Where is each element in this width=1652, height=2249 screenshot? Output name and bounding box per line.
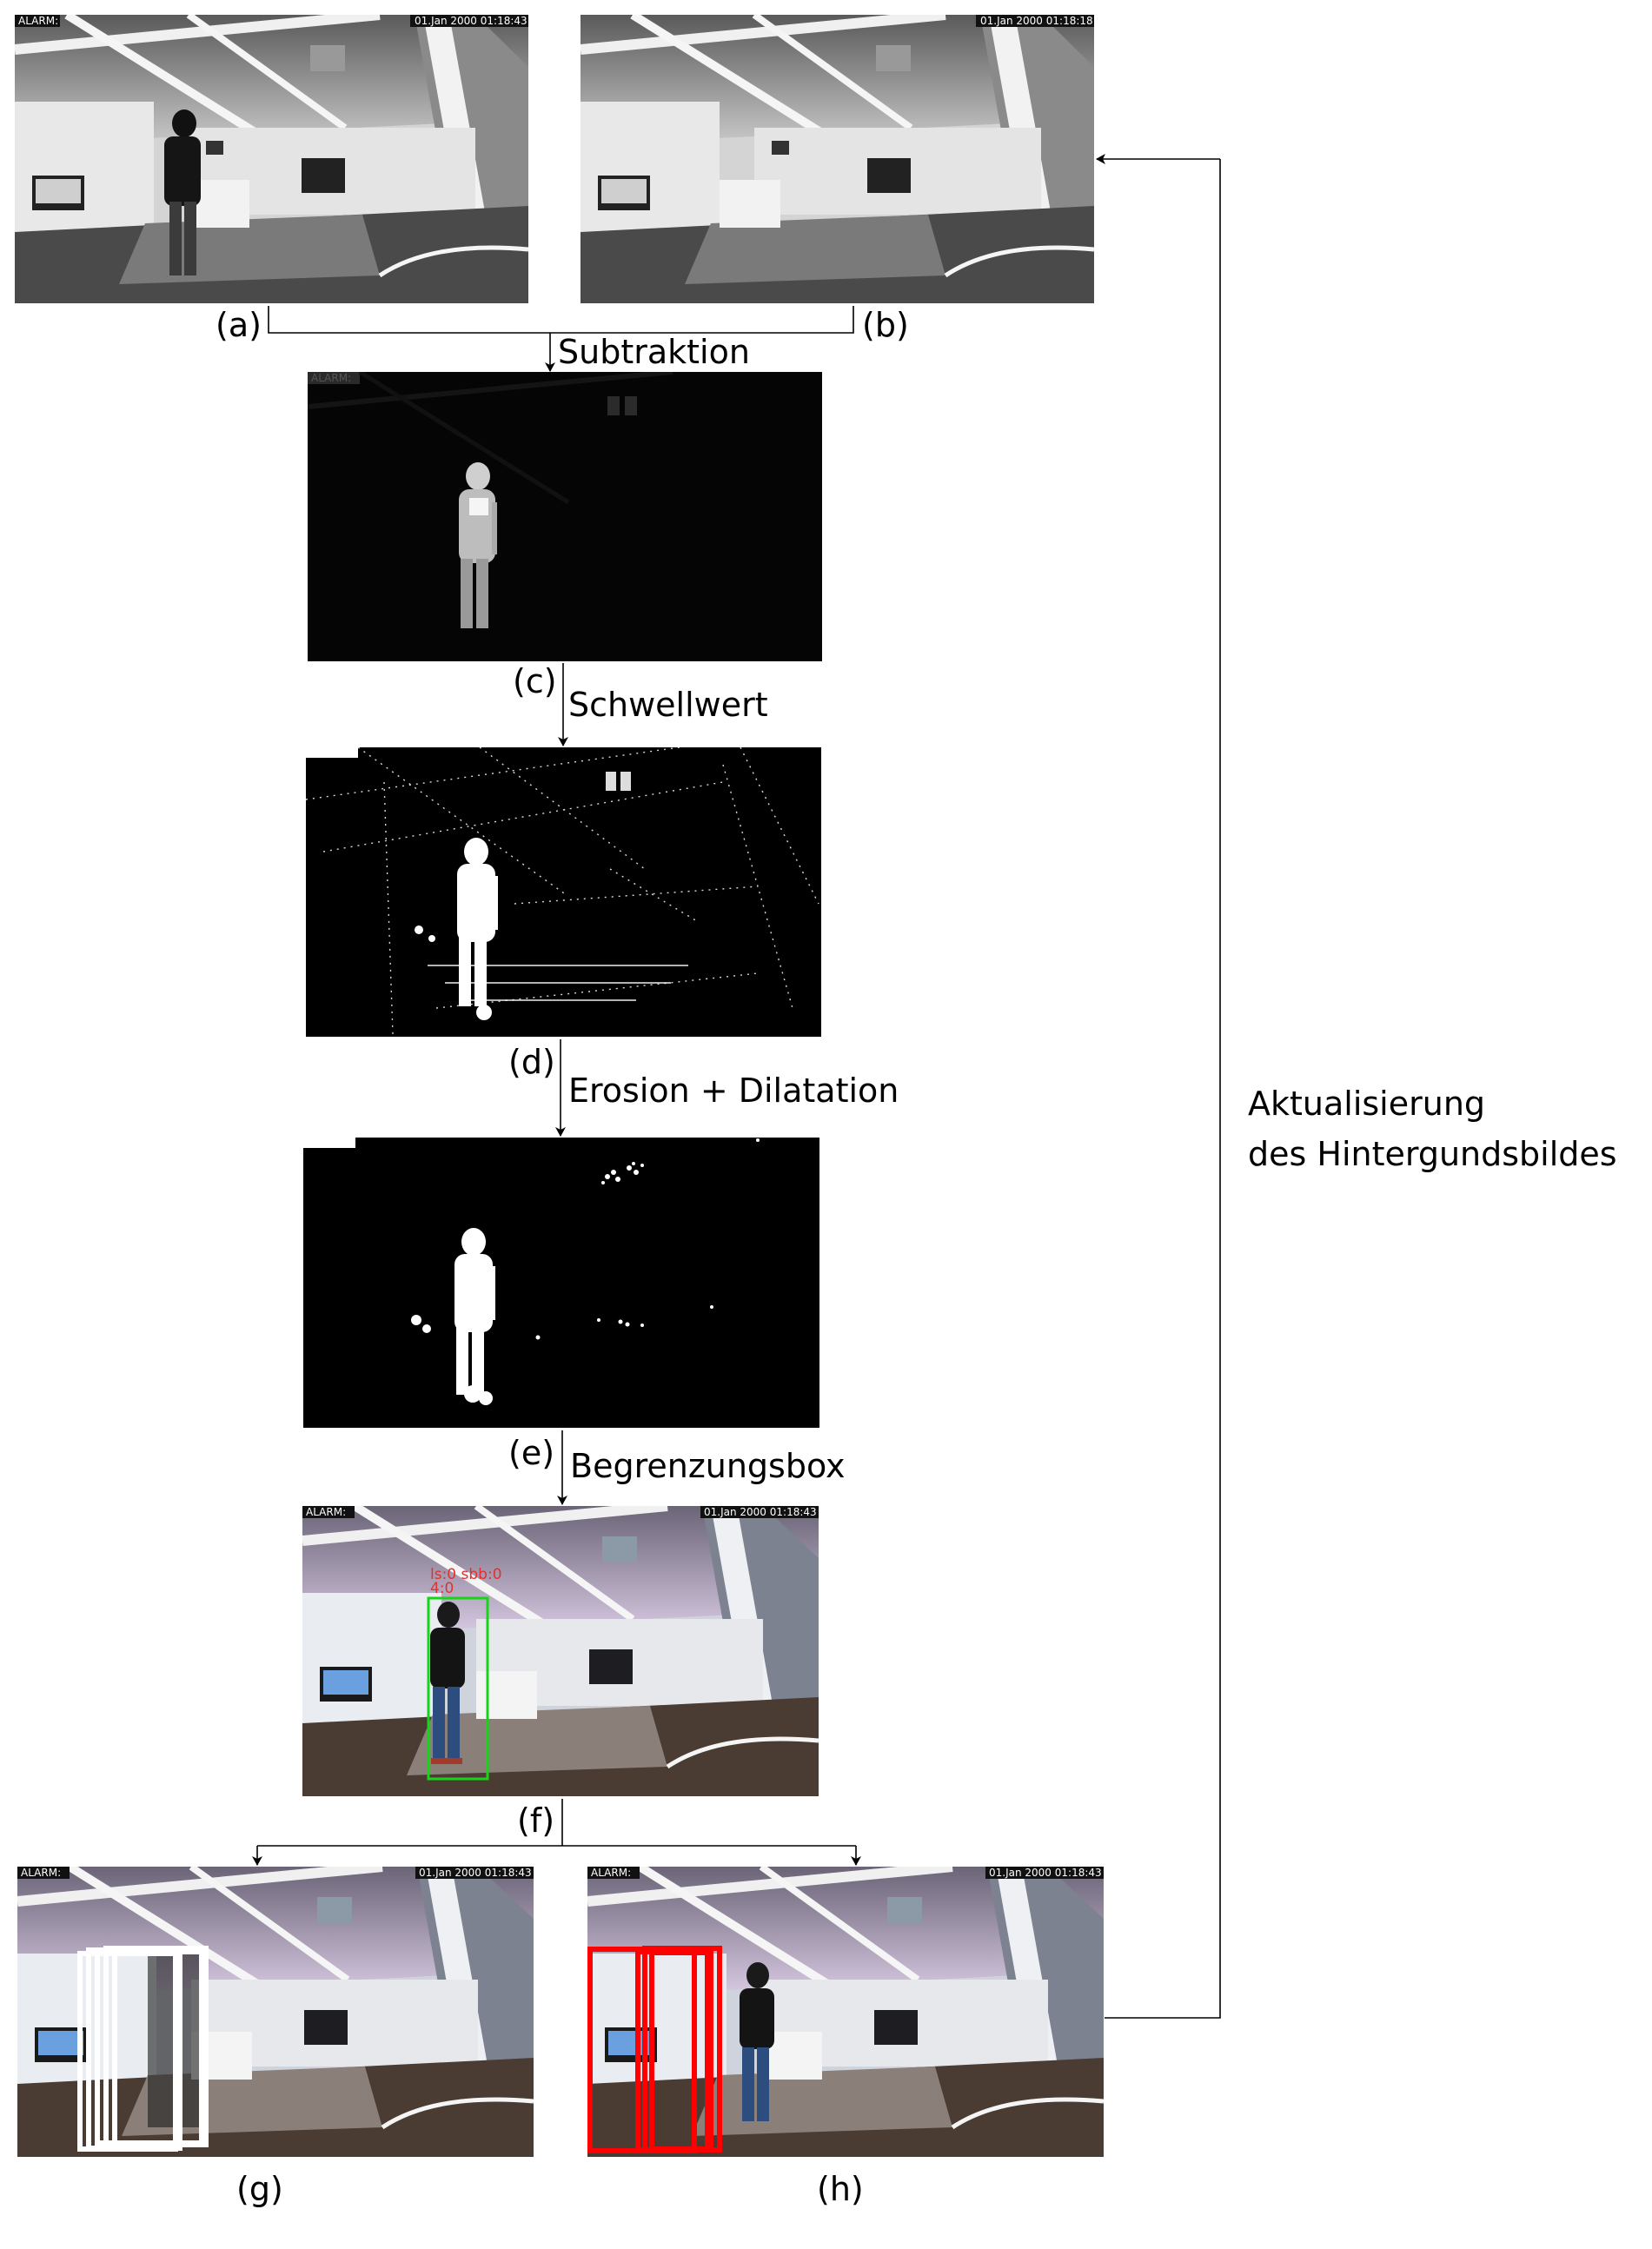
rejected-boxes-red [587,1946,722,2153]
step-morphology: Erosion + Dilatation [568,1071,899,1110]
label-d: (d) [508,1043,555,1081]
osd-timestamp-f: 01.Jan 2000 01:18:43 [704,1506,817,1518]
osd-alarm-f: ALARM: [306,1506,346,1518]
detection-box [427,1596,489,1781]
label-g: (g) [236,2170,283,2208]
osd-timestamp-g: 01.Jan 2000 01:18:43 [419,1867,532,1879]
label-a: (a) [216,306,262,344]
image-b-background-frame: 01.Jan 2000 01:18:18 [581,15,1094,303]
label-c: (c) [513,662,557,700]
overlay-text-line1: ls:0 sbb:0 [430,1566,502,1583]
label-b: (b) [862,306,909,344]
label-e: (e) [508,1434,555,1472]
osd-alarm-h: ALARM: [591,1867,631,1879]
label-h: (h) [817,2170,864,2208]
step-subtraction: Subtraktion [558,333,750,371]
osd-alarm-c: ALARM: [311,372,351,384]
rejected-boxes-white [77,1946,209,2152]
feedback-line1: Aktualisierung [1248,1085,1486,1123]
image-c-difference: ALARM: [308,372,822,661]
image-a-current-frame: ALARM: 01.Jan 2000 01:18:43 [15,15,528,303]
label-f: (f) [517,1801,555,1840]
feedback-label: Aktualisierung des Hintergundsbildes [1248,1078,1617,1179]
feedback-line2: des Hintergundsbildes [1248,1135,1617,1173]
image-f-bounding-box: ls:0 sbb:0 4:0 ALARM: 01.Jan 2000 01:18:… [302,1506,819,1796]
osd-timestamp-h: 01.Jan 2000 01:18:43 [989,1867,1102,1879]
overlay-text-line2: 4:0 [430,1580,454,1597]
osd-timestamp-b: 01.Jan 2000 01:18:18 [980,15,1093,27]
step-threshold: Schwellwert [568,686,768,724]
image-e-morphology [303,1138,819,1428]
image-g-rejected-white: ALARM: 01.Jan 2000 01:18:43 [17,1867,534,2157]
image-d-threshold [306,747,821,1037]
osd-alarm-g: ALARM: [21,1867,61,1879]
osd-alarm-a: ALARM: [18,15,58,27]
image-h-rejected-red: ALARM: 01.Jan 2000 01:18:43 [587,1867,1104,2157]
osd-timestamp-a: 01.Jan 2000 01:18:43 [415,15,527,27]
step-bounding-box: Begrenzungsbox [570,1447,846,1485]
